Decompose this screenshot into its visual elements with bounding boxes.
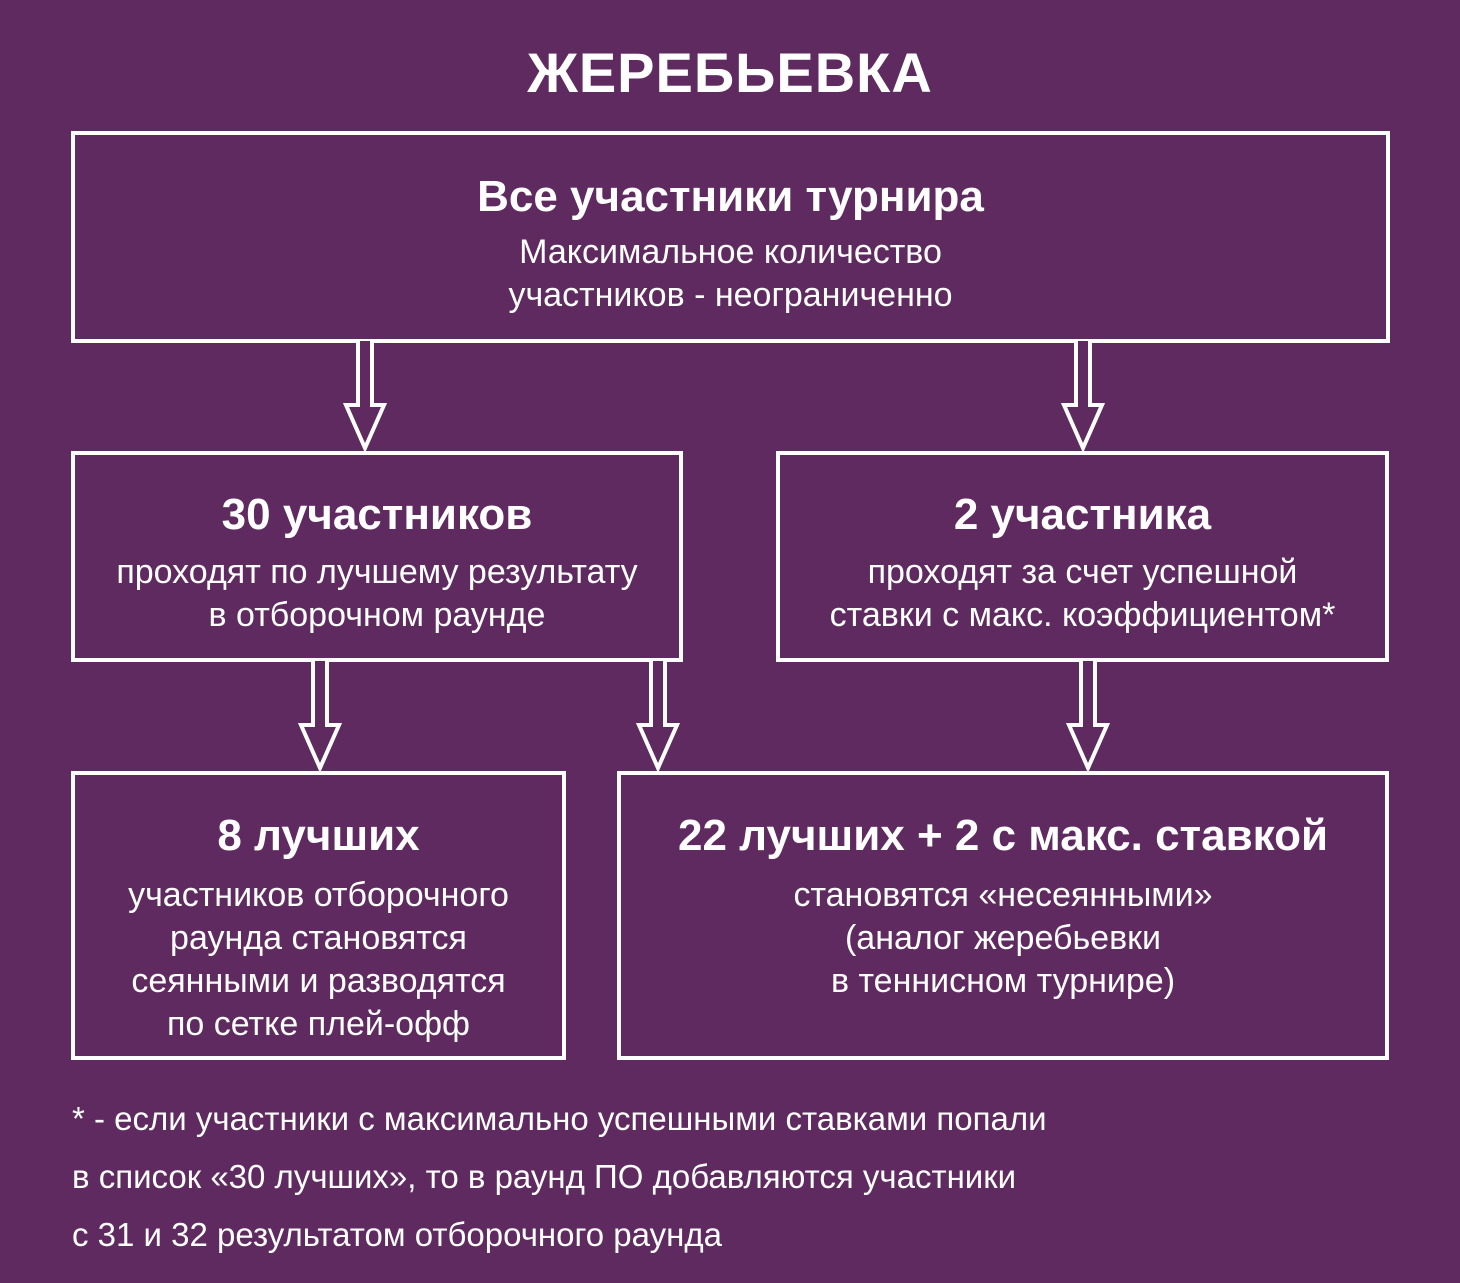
arrow-down-icon <box>635 661 681 773</box>
box-text: ставки с макс. коэффициентом* <box>829 596 1336 634</box>
diagram-title: ЖЕРЕБЬЕВКА <box>527 41 933 104</box>
box-text: в теннисном турнире) <box>830 962 1176 1000</box>
box-text: сеянными и разводятся <box>131 962 506 1000</box>
box-all-participants: Все участники турнира Максимальное колич… <box>71 131 1390 343</box>
box-8-best: 8 лучших участников отборочного раунда ст… <box>71 771 566 1060</box>
box-text: участников отборочного <box>128 876 509 914</box>
box-22-best-plus-2: 22 лучших + 2 с макс. ставкой становятся… <box>617 771 1389 1060</box>
footnote-line: с 31 и 32 результатом отборочного раунда <box>72 1216 722 1253</box>
footnote-line: в список «30 лучших», то в раунд ПО доба… <box>72 1158 1017 1195</box>
arrow-down-icon <box>1065 661 1111 773</box>
box-heading: Все участники турнира <box>477 172 984 221</box>
arrow-down-icon <box>1060 341 1106 453</box>
box-heading: 30 участников <box>221 490 533 539</box>
box-heading: 8 лучших <box>217 811 420 860</box>
arrow-down-icon <box>342 341 388 453</box>
box-text: по сетке плей-офф <box>166 1005 471 1043</box>
arrow-down-icon <box>297 661 343 773</box>
box-heading: 22 лучших + 2 с макс. ставкой <box>678 811 1328 860</box>
box-30-participants: 30 участников проходят по лучшему резуль… <box>71 451 683 662</box>
footnote-line: * - если участники с максимально успешны… <box>72 1100 1047 1137</box>
box-text: проходят за счет успешной <box>867 553 1298 591</box>
box-text: проходят по лучшему результату <box>116 553 638 591</box>
box-text: раунда становятся <box>170 919 467 957</box>
box-text: становятся «несеянными» <box>793 876 1213 914</box>
box-text: участников - неограниченно <box>508 276 953 314</box>
box-text: в отборочном раунде <box>208 596 546 634</box>
box-text: (аналог жеребьевки <box>844 919 1161 957</box>
footnote: * - если участники с максимально успешны… <box>72 1090 1047 1264</box>
box-heading: 2 участника <box>953 490 1212 539</box>
box-text: Максимальное количество <box>519 233 942 271</box>
box-2-participants: 2 участника проходят за счет успешной ста… <box>776 451 1389 662</box>
